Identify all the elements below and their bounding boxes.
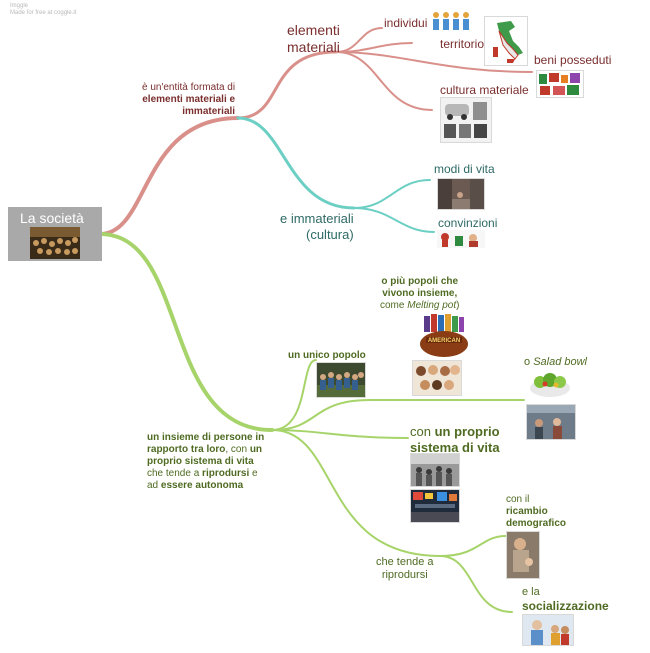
beni-posseduti-label[interactable]: beni posseduti <box>534 53 612 67</box>
definition-people-line2a: rapporto tra loro <box>147 444 226 455</box>
sistema-di-vita-line1b: un proprio <box>434 424 500 439</box>
edge-definition2-sistema <box>271 429 409 439</box>
watermark-caption: Made for free at coggle.it <box>10 10 77 16</box>
piu-popoli-line1: o più popoli che <box>381 276 459 287</box>
socializzazione-line1: e la <box>522 586 540 598</box>
unico-popolo-label[interactable]: un unico popolo <box>288 350 366 361</box>
tende-riprodursi-node[interactable]: che tende a riprodursi <box>376 556 434 582</box>
edge-materiali-territorio <box>335 42 413 53</box>
teacher-children-image <box>522 614 574 646</box>
edge-tende-ricambio <box>439 535 507 557</box>
sistema-di-vita-line1a: con <box>410 424 435 439</box>
salad-bowl-label[interactable]: o Salad bowl <box>524 356 587 369</box>
immateriali-line2: (cultura) <box>306 226 354 242</box>
crowd-photo <box>30 227 80 259</box>
edge-immateriali-convinzioni <box>353 207 435 233</box>
edge-immateriali-modi <box>353 179 431 209</box>
svg-text:AMERICAN: AMERICAN <box>428 338 460 344</box>
edge-definition1-immateriali <box>236 116 356 210</box>
shopping-items-image <box>536 70 584 98</box>
territorio-label[interactable]: territorio <box>440 37 485 51</box>
definition-material-node[interactable]: è un'entità formata di elementi material… <box>142 82 235 118</box>
immateriali-node[interactable]: e immateriali (cultura) <box>280 211 354 242</box>
socializzazione-line2: socializzazione <box>522 599 609 614</box>
street-scene-image <box>437 178 485 210</box>
salad-bowl-prefix: o <box>524 356 534 368</box>
ricambio-node[interactable]: con il ricambio demografico <box>506 494 566 530</box>
convinzioni-label[interactable]: convinzioni <box>438 216 498 230</box>
watermark: Imggle Made for free at coggle.it <box>10 3 76 17</box>
holiday-scene-image <box>437 230 485 248</box>
group-photo-image <box>316 362 366 398</box>
piu-popoli-line3b: Melting pot <box>407 300 457 311</box>
definition-people-line3: proprio sistema di vita <box>147 456 254 467</box>
american-melting-pot-image: AMERICAN <box>420 314 468 357</box>
definition-people-line2c: un <box>249 444 263 455</box>
definition-people-line1: un insieme di persone in <box>147 432 265 443</box>
definition-material-line2: elementi materiali e <box>142 94 236 105</box>
cultura-materiale-label[interactable]: cultura materiale <box>440 83 529 97</box>
elementi-materiali-line1: elementi <box>287 22 340 38</box>
salad-bowl-text: Salad bowl <box>533 356 588 368</box>
definition-material-line1: è un'entità formata di <box>142 82 236 93</box>
watermark-title: Imggle <box>10 3 29 9</box>
definition-people-line4a: che tende a <box>147 468 203 479</box>
immateriali-line1: e immateriali <box>280 211 354 226</box>
mother-child-image <box>506 531 540 579</box>
edge-definition2-tende <box>271 429 441 557</box>
definition-people-line2b: , con <box>225 444 250 455</box>
definition-people-line5b: essere autonoma <box>160 480 244 491</box>
edge-materiali-beni <box>335 51 533 73</box>
definition-people-line5a: ad <box>147 480 161 491</box>
car-and-appliances-image <box>440 97 492 143</box>
definition-people-node[interactable]: un insieme di persone in rapporto tra lo… <box>147 432 264 492</box>
times-square-image <box>410 489 460 523</box>
definition-material-line3: immateriali <box>182 106 236 117</box>
edge-materiali-cultura <box>335 51 433 111</box>
edge-tende-socializzazione <box>439 555 513 613</box>
italy-map-image <box>484 16 528 66</box>
definition-people-line4b: riprodursi <box>202 468 250 479</box>
definition-people-line4c: e <box>249 468 258 479</box>
ricambio-line3: demografico <box>506 518 567 529</box>
edge-definition2-unico <box>271 359 317 431</box>
edge-root-definition1 <box>98 116 240 236</box>
city-crowd-bw-image <box>410 453 460 487</box>
ricambio-line1: con il <box>506 494 530 505</box>
diverse-faces-image <box>412 360 462 396</box>
sistema-di-vita-line2: sistema di vita <box>410 439 500 455</box>
elementi-materiali-line2: materiali <box>287 38 340 55</box>
edge-root-definition2 <box>98 232 274 432</box>
socializzazione-node[interactable]: e la socializzazione <box>522 586 609 614</box>
tende-riprodursi-line1: che tende a <box>376 556 434 568</box>
piu-popoli-line2: vivono insieme, <box>382 288 458 299</box>
individui-label[interactable]: individui <box>384 16 428 30</box>
modi-di-vita-label[interactable]: modi di vita <box>434 162 495 176</box>
ricambio-line2: ricambio <box>506 506 548 517</box>
elementi-materiali-node[interactable]: elementi materiali <box>287 22 340 56</box>
piu-popoli-line3a: come <box>380 300 408 311</box>
salad-image <box>530 373 570 397</box>
piu-popoli-node[interactable]: o più popoli che vivono insieme, come Me… <box>380 276 460 312</box>
edge-definition2-saladbowl <box>271 399 525 431</box>
market-scene-image <box>526 404 576 440</box>
edge-definition1-materiali <box>236 50 338 120</box>
tende-riprodursi-line2: riprodursi <box>381 569 428 582</box>
root-title: La società <box>20 210 84 226</box>
piu-popoli-line3c: ) <box>456 300 460 311</box>
people-figures-image <box>430 10 474 32</box>
root-node[interactable]: La società <box>8 207 102 261</box>
sistema-di-vita-node[interactable]: con un proprio sistema di vita <box>410 424 500 455</box>
